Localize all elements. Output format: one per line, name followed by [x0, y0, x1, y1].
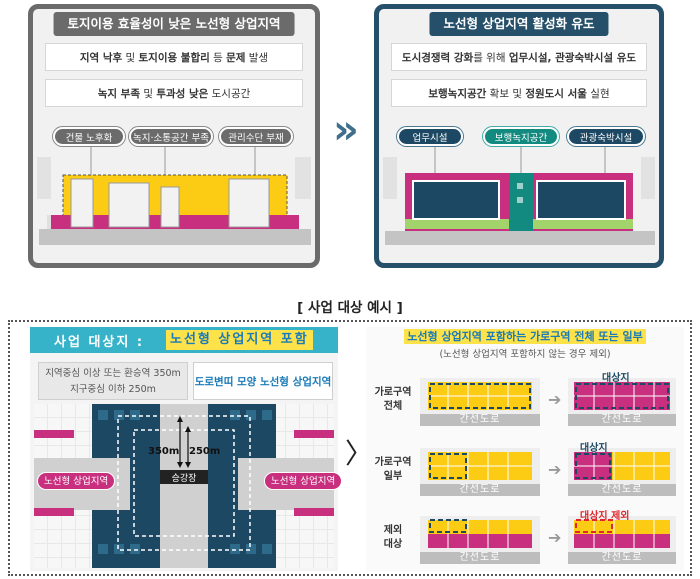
row-label-line: 일부	[383, 471, 403, 482]
chevron-right-icon: »	[333, 107, 359, 153]
text: 확보 및	[486, 88, 526, 100]
row-label-excluded: 제외 대상	[373, 524, 413, 552]
pill-building-aging: 건물 노후화	[53, 127, 125, 146]
text-strong: 녹지 부족	[97, 88, 140, 100]
case-excluded-before	[420, 516, 540, 552]
pill-tourist-lodging: 관광숙박시설	[567, 127, 645, 146]
target-highlight: 노선형 상업지역 포함	[166, 330, 313, 350]
text-strong: 토지이용 불합리	[138, 52, 210, 64]
text: 발생	[245, 52, 269, 64]
road-label: 간선도로	[568, 484, 676, 496]
solution-panel: 노선형 상업지역 활성화 유도 도시경쟁력 강화를 위해 업무시설, 관광숙박시…	[374, 4, 664, 268]
road-label: 간선도로	[568, 414, 676, 426]
text-strong: 문제	[226, 52, 246, 64]
arrow-right-icon: ➔	[548, 528, 562, 547]
row-label-line: 가로구역	[374, 457, 412, 468]
pill-no-management: 관리수단 부재	[219, 127, 293, 146]
target-label: 사업 대상지 :	[54, 335, 145, 350]
row-label-line: 전체	[383, 401, 403, 412]
station-label: 승강장	[171, 474, 197, 484]
text: 도시공간	[208, 88, 251, 100]
text: 등	[209, 52, 227, 64]
text: 실현	[586, 88, 610, 100]
cases-header: 노선형 상업지역 포함하는 가로구역 전체 또는 일부	[370, 328, 680, 344]
pill-office: 업무시설	[397, 127, 463, 146]
problem-box-2: 녹지 부족 및 투과성 낮은 도시공간	[45, 79, 303, 107]
problem-box-1: 지역 낙후 및 토지이용 불합리 등 문제 발생	[45, 43, 303, 71]
cases-subheader: (노선형 상업지역 포함하지 않는 경우 제외)	[439, 349, 611, 360]
case-excluded-after	[568, 516, 676, 552]
radius-350m-label: 350m	[148, 446, 180, 457]
distance-line-1: 지역중심 이상 또는 환승역 350m	[45, 368, 181, 379]
result-label: 대상지	[580, 443, 608, 454]
section-title: [ 사업 대상 예시 ]	[297, 300, 403, 316]
distance-line-2: 지구중심 이하 250m	[70, 384, 156, 395]
text-strong: 투과성 낮은	[156, 88, 209, 100]
row-label-full: 가로구역 전체	[373, 386, 413, 414]
zone-label-left: 노선형 상업지역	[37, 472, 116, 490]
zone-label-right: 노선형 상업지역	[264, 472, 343, 490]
problem-panel-title: 토지이용 효율성이 낮은 노선형 상업지역	[53, 12, 295, 36]
solution-box-1: 도시경쟁력 강화를 위해 업무시설, 관광숙박시설 유도	[391, 43, 647, 71]
radius-250m-label: 250m	[189, 446, 221, 457]
text-strong: 보행녹지공간	[428, 88, 487, 100]
text: 를 위해	[473, 52, 509, 64]
text-strong: 도시경쟁력 강화	[401, 52, 474, 64]
case-full-before	[420, 378, 540, 414]
arrow-right-icon: ➔	[548, 460, 562, 479]
solution-panel-title: 노선형 상업지역 활성화 유도	[429, 12, 609, 36]
result-label-excluded: 대상지 제외	[580, 511, 630, 522]
road-label: 간선도로	[568, 552, 676, 564]
pill-green-lack: 녹지·소통공간 부족	[129, 127, 213, 146]
case-partial-after	[568, 448, 676, 484]
distance-info: 지역중심 이상 또는 환승역 350m 지구중심 이하 250m	[38, 362, 188, 400]
text: 및	[122, 52, 139, 64]
text: 및	[140, 88, 157, 100]
road-label: 간선도로	[420, 484, 540, 496]
result-label: 대상지	[602, 373, 630, 384]
case-partial-before	[420, 448, 540, 484]
road-label: 간선도로	[420, 414, 540, 426]
pill-pedestrian-green: 보행녹지공간	[483, 127, 559, 146]
example-frame	[8, 320, 692, 576]
text-strong: 지역 낙후	[79, 52, 123, 64]
solution-box-2: 보행녹지공간 확보 및 정원도시 서울 실현	[391, 79, 647, 107]
problem-illustration	[37, 145, 311, 245]
text-strong: 업무시설, 관광숙박시설 유도	[508, 52, 637, 64]
row-label-line: 가로구역	[374, 387, 412, 398]
text-strong: 정원도시 서울	[525, 88, 587, 100]
case-full-after	[568, 378, 676, 414]
row-label-partial: 가로구역 일부	[373, 456, 413, 484]
problem-panel: 토지이용 효율성이 낮은 노선형 상업지역 지역 낙후 및 토지이용 불합리 등…	[28, 4, 320, 268]
arrow-right-icon: ➔	[548, 390, 562, 409]
cases-header-text: 노선형 상업지역 포함하는 가로구역 전체 또는 일부	[404, 329, 646, 344]
solution-illustration	[383, 145, 655, 245]
road-label: 간선도로	[420, 552, 540, 564]
row-label-line: 제외	[383, 525, 403, 536]
row-label-line: 대상	[383, 539, 403, 550]
road-strip-tag: 도로변띠 모양 노선형 상업지역	[193, 362, 333, 400]
